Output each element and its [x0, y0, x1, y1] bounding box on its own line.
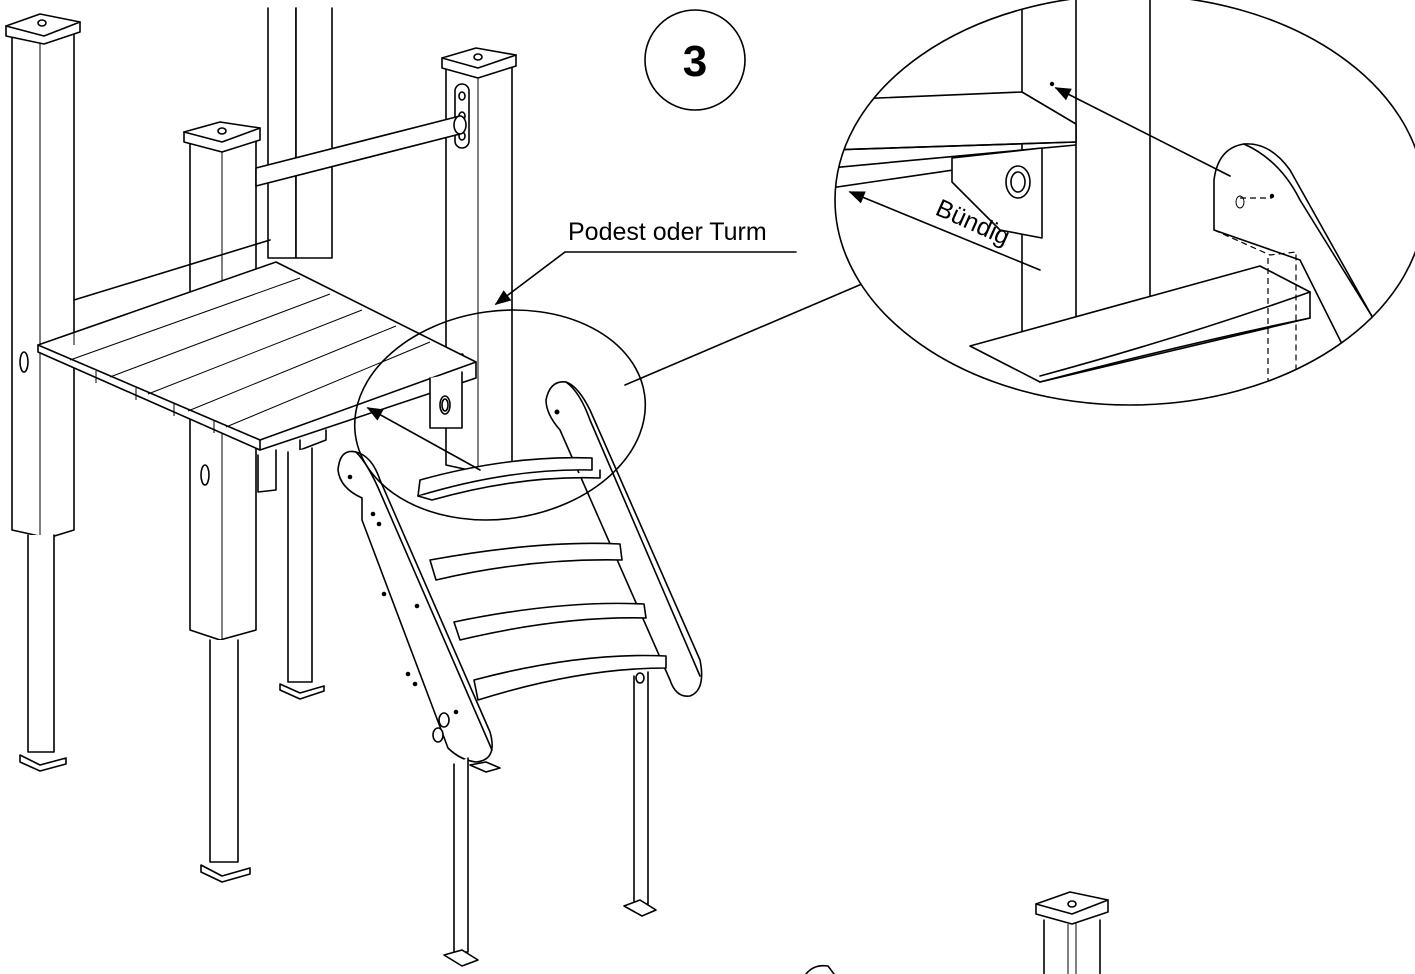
- detail-view-ellipse: [834, 0, 1415, 406]
- detail-marker-ellipse: [353, 309, 647, 521]
- handrail-bar: [255, 115, 467, 187]
- stair-feet: [443, 671, 657, 967]
- step-number: 3: [683, 37, 707, 86]
- left-post: [5, 13, 81, 772]
- rear-post: [267, 7, 333, 259]
- detail-view: Bündig: [834, 0, 1415, 406]
- stair-treads: [417, 456, 667, 701]
- platform-deck: [37, 261, 477, 493]
- lower-post-partial: [805, 891, 1109, 974]
- tower-structure: [5, 7, 517, 883]
- platform-leader-arrow: [494, 251, 566, 305]
- step-number-badge: 3: [644, 9, 746, 111]
- stairs: [337, 381, 703, 967]
- front-stringer: [337, 450, 493, 763]
- rear-legs: [73, 239, 325, 700]
- rear-stringer: [545, 381, 703, 697]
- detail-connector-line: [624, 271, 891, 386]
- center-post: [183, 121, 261, 883]
- platform-label: Podest oder Turm: [568, 218, 767, 246]
- circled-number-icon: [644, 9, 746, 111]
- flush-leader-arrow-main: [366, 407, 481, 471]
